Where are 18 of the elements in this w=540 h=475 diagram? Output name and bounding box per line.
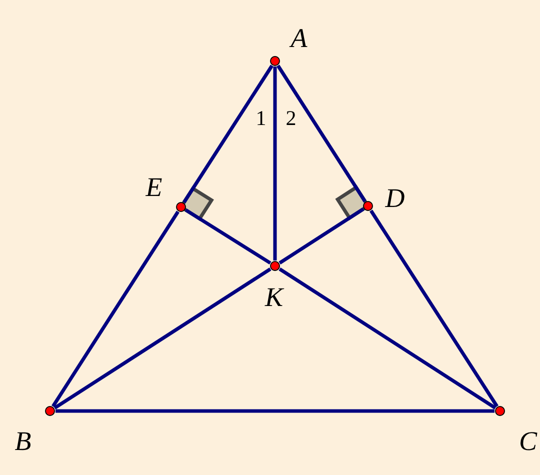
line-segment bbox=[370, 210, 498, 408]
line-segment bbox=[56, 409, 494, 413]
line-segment bbox=[54, 268, 272, 410]
point-label: D bbox=[385, 184, 405, 212]
angle-label: 2 bbox=[286, 108, 296, 128]
line-segment bbox=[182, 64, 274, 204]
point-label: K bbox=[265, 284, 284, 310]
point-label: E bbox=[146, 174, 162, 200]
angle-label: 1 bbox=[256, 108, 266, 128]
point-label: C bbox=[518, 428, 537, 454]
line-segment bbox=[278, 208, 364, 264]
point-label: B bbox=[14, 428, 32, 454]
line-segment bbox=[273, 66, 277, 260]
line-segment bbox=[52, 210, 180, 408]
line-segment bbox=[184, 208, 272, 265]
line-segment bbox=[276, 64, 366, 202]
point-label: A bbox=[290, 24, 308, 52]
line-segment bbox=[278, 268, 496, 410]
